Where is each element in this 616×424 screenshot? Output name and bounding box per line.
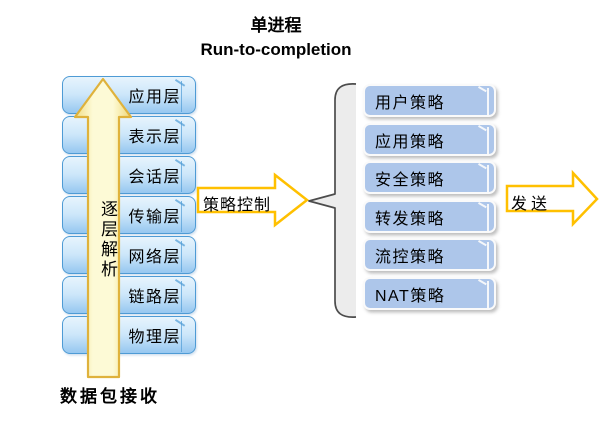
layer-label: 链路层 (128, 289, 181, 306)
layer-label: 会话层 (128, 169, 181, 186)
packet-receive-label: 数据包接收 (60, 387, 160, 406)
parse-arrow-label: 逐层解析 (98, 200, 117, 280)
policy-box-nat: NAT策略 (363, 277, 496, 310)
diagram-title-line2: Run-to-completion (200, 40, 352, 59)
layer-box-datalink: 链路层 (62, 276, 196, 314)
policy-box-application: 应用策略 (363, 123, 496, 156)
layer-label: 表示层 (128, 129, 181, 146)
layer-label: 应用层 (128, 89, 181, 106)
send-arrow-label: 发送 (511, 196, 552, 213)
policy-box-flow-control: 流控策略 (363, 238, 496, 271)
diagram-title-line1: 单进程 (250, 16, 302, 35)
layer-box-transport: 传输层 (62, 196, 196, 234)
policy-label: 安全策略 (375, 171, 446, 189)
layer-label: 物理层 (128, 329, 181, 346)
layer-box-application: 应用层 (62, 76, 196, 114)
policy-label: 应用策略 (375, 133, 446, 151)
grouping-brace-icon (308, 83, 357, 318)
diagram-title: 单进程 Run-to-completion (126, 14, 426, 62)
policy-label: 用户策略 (375, 94, 446, 112)
layer-box-physical: 物理层 (62, 316, 196, 354)
layer-label: 网络层 (128, 249, 181, 266)
layer-box-presentation: 表示层 (62, 116, 196, 154)
policy-box-forwarding: 转发策略 (363, 200, 496, 233)
policy-box-security: 安全策略 (363, 161, 496, 194)
policy-label: 转发策略 (375, 210, 446, 228)
layer-box-network: 网络层 (62, 236, 196, 274)
policy-label: 流控策略 (375, 248, 446, 266)
policy-control-arrow-label: 策略控制 (202, 197, 271, 214)
layer-label: 传输层 (128, 209, 181, 226)
layer-box-session: 会话层 (62, 156, 196, 194)
policy-label: NAT策略 (375, 287, 446, 305)
policy-box-user: 用户策略 (363, 84, 496, 117)
